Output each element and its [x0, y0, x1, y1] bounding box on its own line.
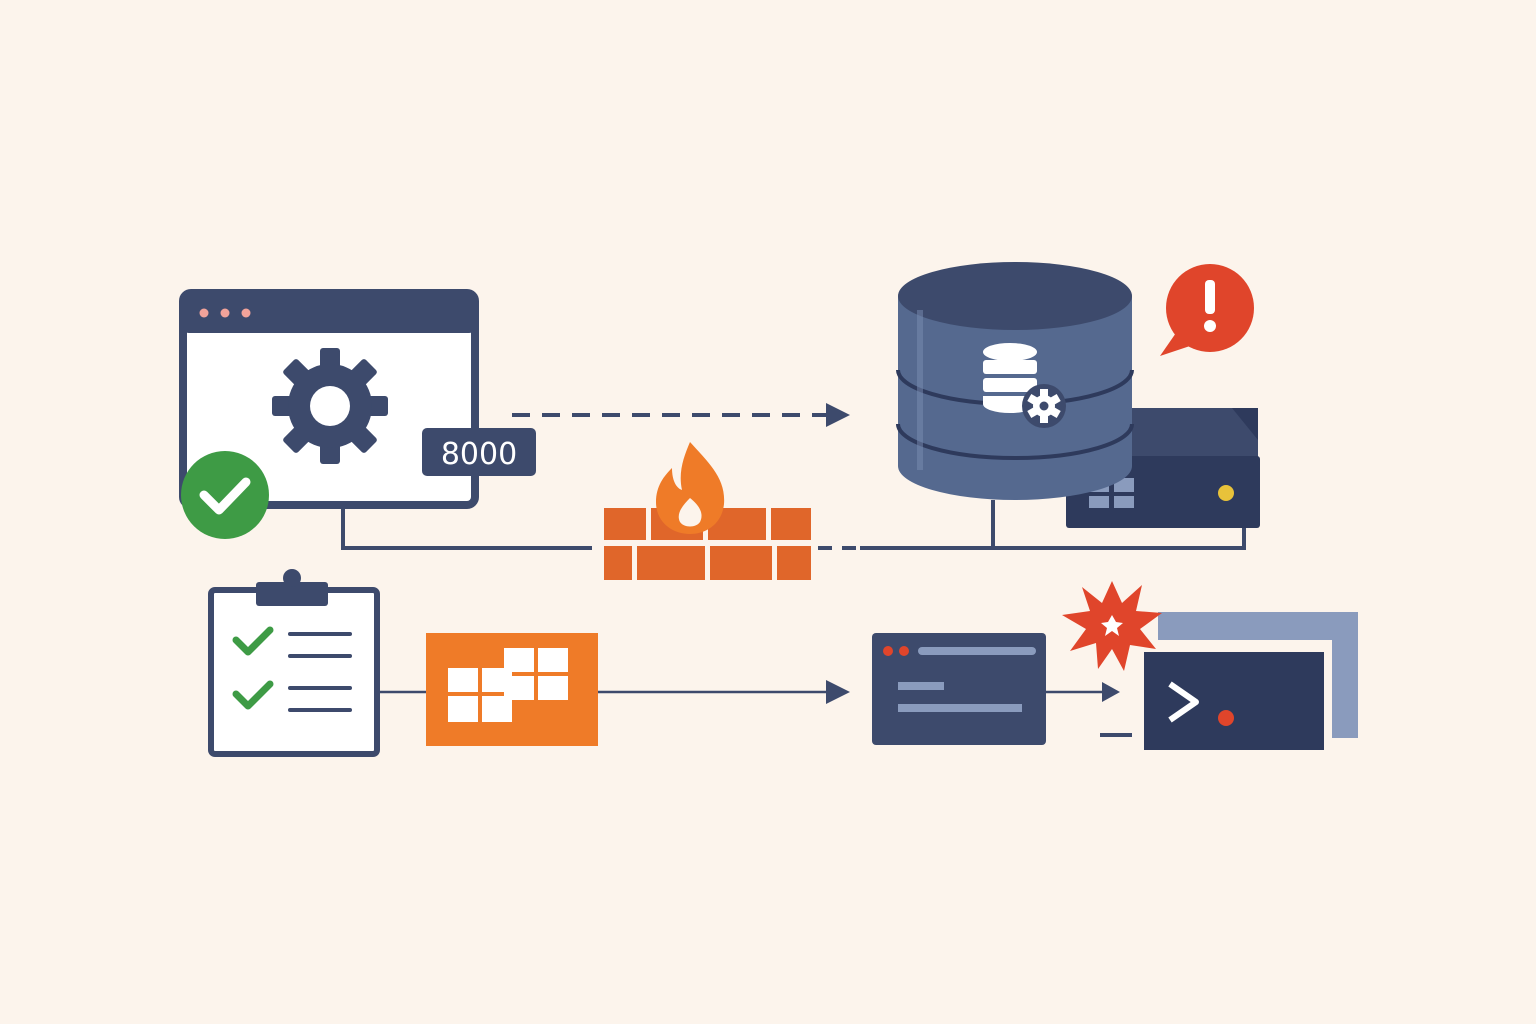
window-dot-3 [241, 308, 251, 318]
terminal-icon [1144, 612, 1358, 750]
alert-icon [1160, 264, 1254, 356]
port-badge: 8000 [422, 428, 536, 476]
connector-bus-server [860, 528, 1246, 550]
gear-icon [272, 348, 388, 464]
container-blocks-icon [426, 633, 598, 746]
browser-window-icon [872, 633, 1046, 745]
arrowhead-terminal [1102, 682, 1120, 702]
connectors [341, 413, 1246, 737]
database-icon [896, 262, 1134, 500]
flame-icon [656, 442, 725, 534]
arrowhead-db [826, 403, 850, 427]
clipboard-checklist-icon [208, 569, 380, 757]
window-dot-1 [199, 308, 209, 318]
app-window: 8000 [179, 289, 536, 539]
arrowheads [826, 403, 1120, 704]
explosion-icon [1062, 581, 1162, 671]
connector-app-down [341, 505, 592, 550]
checklist-check-2 [232, 680, 274, 710]
checklist-check-1 [232, 626, 274, 656]
arrowhead-browser [826, 680, 850, 704]
port-label: 8000 [441, 437, 517, 472]
server-status-light [1218, 485, 1234, 501]
firewall-icon [604, 442, 811, 580]
database-gear-icon [1022, 384, 1066, 428]
check-circle-icon [181, 451, 269, 539]
window-dot-2 [220, 308, 230, 318]
